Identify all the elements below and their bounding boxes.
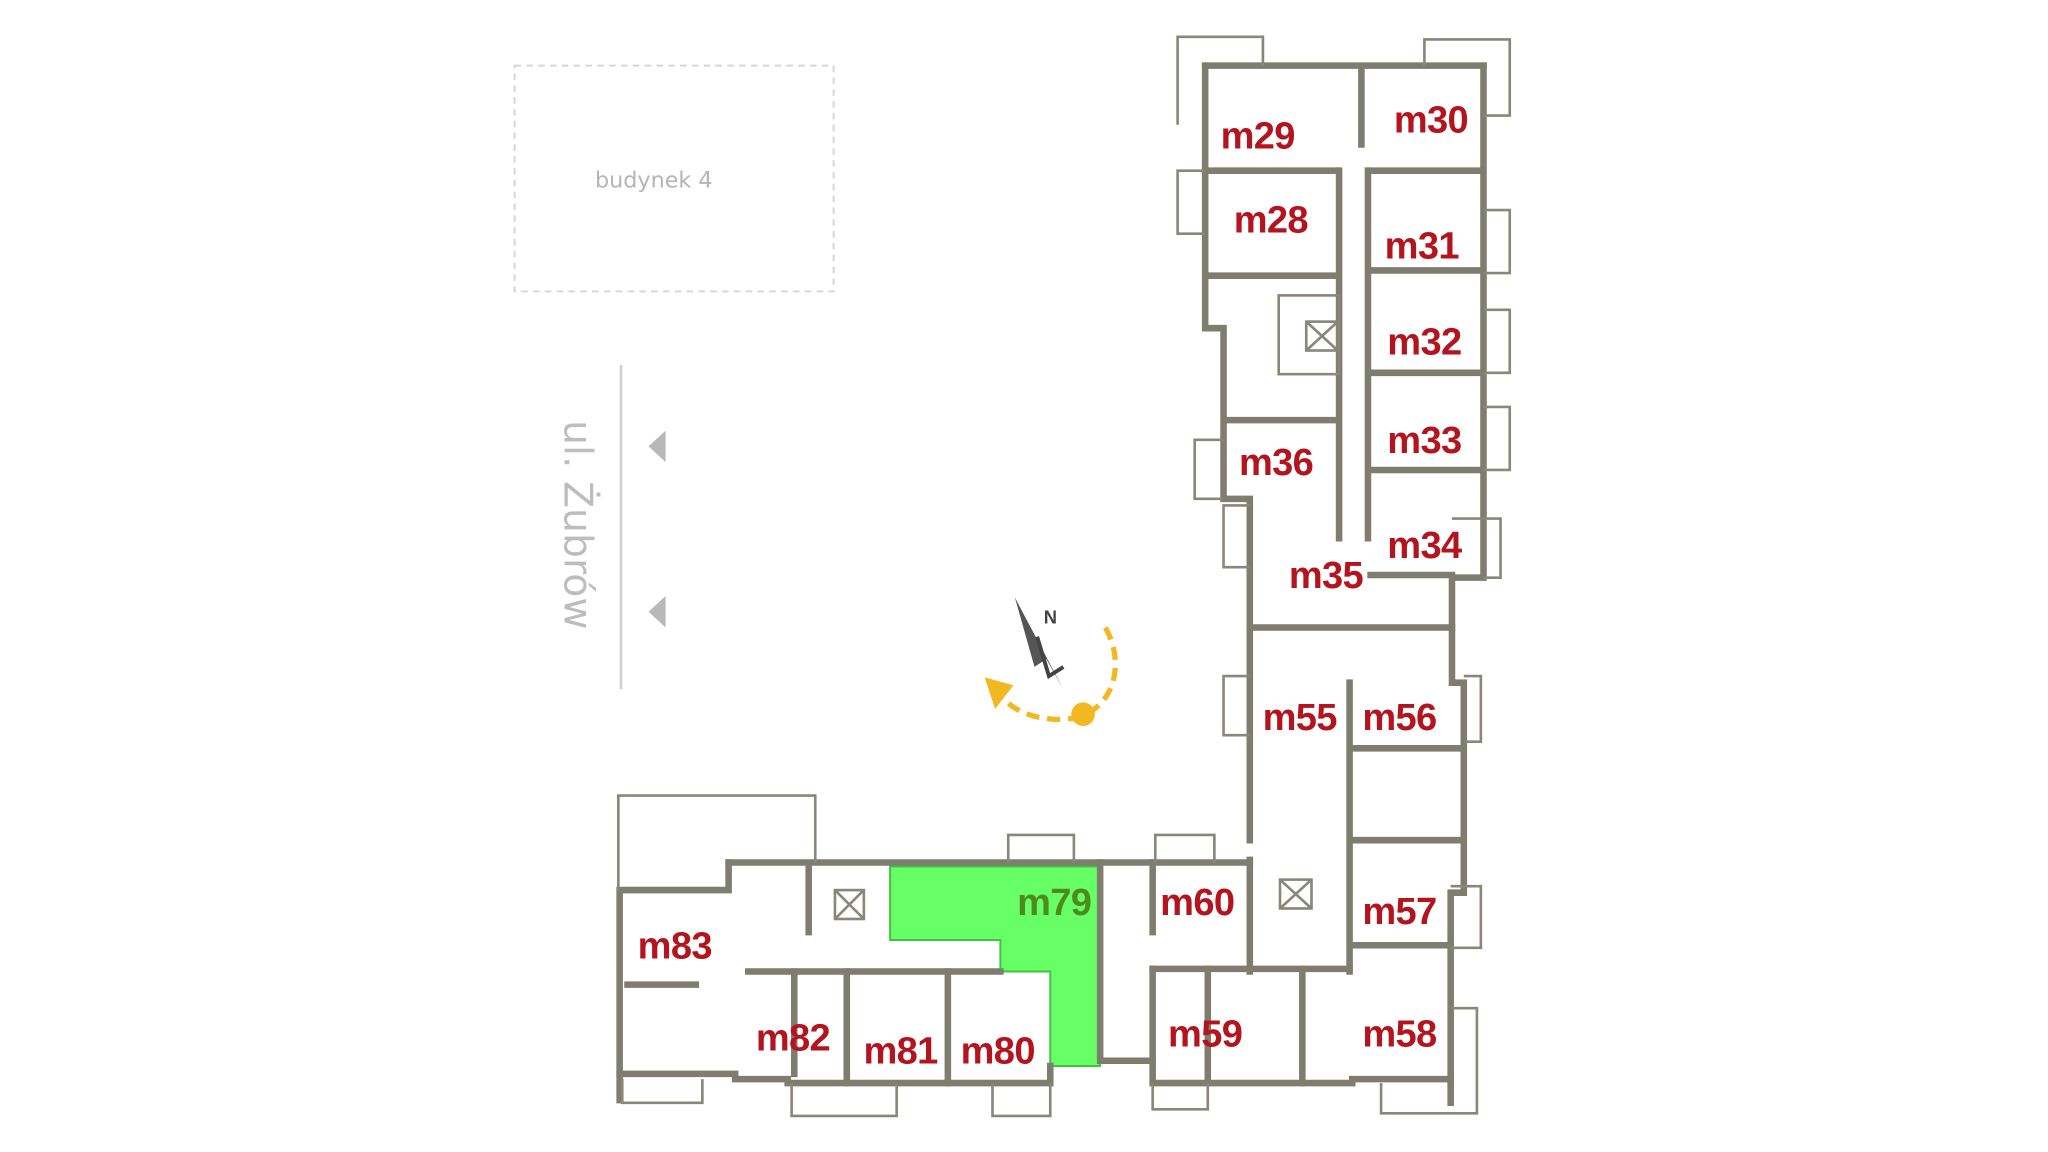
unit-m58[interactable]: m58 bbox=[1362, 1013, 1437, 1055]
unit-m56[interactable]: m56 bbox=[1362, 697, 1437, 739]
compass: N bbox=[984, 597, 1118, 726]
street: ul. Żubrów bbox=[555, 364, 666, 690]
building-walls bbox=[616, 35, 1512, 1118]
viewpoint-dot-icon bbox=[1071, 702, 1095, 726]
unit-m28[interactable]: m28 bbox=[1234, 199, 1309, 241]
unit-m35[interactable]: m35 bbox=[1289, 555, 1364, 597]
rotate-arrow-icon bbox=[984, 677, 1014, 709]
direction-arrow-icon bbox=[648, 430, 666, 463]
unit-m80[interactable]: m80 bbox=[961, 1030, 1036, 1072]
unit-m82[interactable]: m82 bbox=[756, 1017, 831, 1059]
unit-m57[interactable]: m57 bbox=[1362, 891, 1437, 933]
unit-m29[interactable]: m29 bbox=[1221, 115, 1296, 157]
direction-arrow-icon bbox=[648, 596, 666, 628]
unit-m59[interactable]: m59 bbox=[1168, 1013, 1243, 1055]
unit-m33[interactable]: m33 bbox=[1387, 420, 1462, 462]
unit-m55[interactable]: m55 bbox=[1263, 697, 1338, 739]
unit-m36[interactable]: m36 bbox=[1239, 442, 1314, 484]
unit-m83[interactable]: m83 bbox=[638, 925, 713, 967]
unit-m79[interactable]: m79 bbox=[1017, 882, 1092, 924]
neighbor-building: budynek 4 bbox=[513, 64, 835, 293]
unit-m32[interactable]: m32 bbox=[1387, 321, 1462, 363]
unit-m60[interactable]: m60 bbox=[1160, 882, 1235, 924]
unit-m81[interactable]: m81 bbox=[863, 1030, 938, 1072]
street-label: ul. Żubrów bbox=[555, 420, 601, 629]
unit-labels: m29 m30 m28 m31 m32 m36 m33 m34 m35 m55 … bbox=[638, 100, 1469, 1073]
neighbor-building-label: budynek 4 bbox=[595, 168, 713, 194]
unit-m31[interactable]: m31 bbox=[1385, 226, 1460, 268]
unit-m30[interactable]: m30 bbox=[1394, 100, 1469, 142]
compass-north-label: N bbox=[1044, 607, 1057, 628]
unit-m34[interactable]: m34 bbox=[1387, 525, 1462, 567]
